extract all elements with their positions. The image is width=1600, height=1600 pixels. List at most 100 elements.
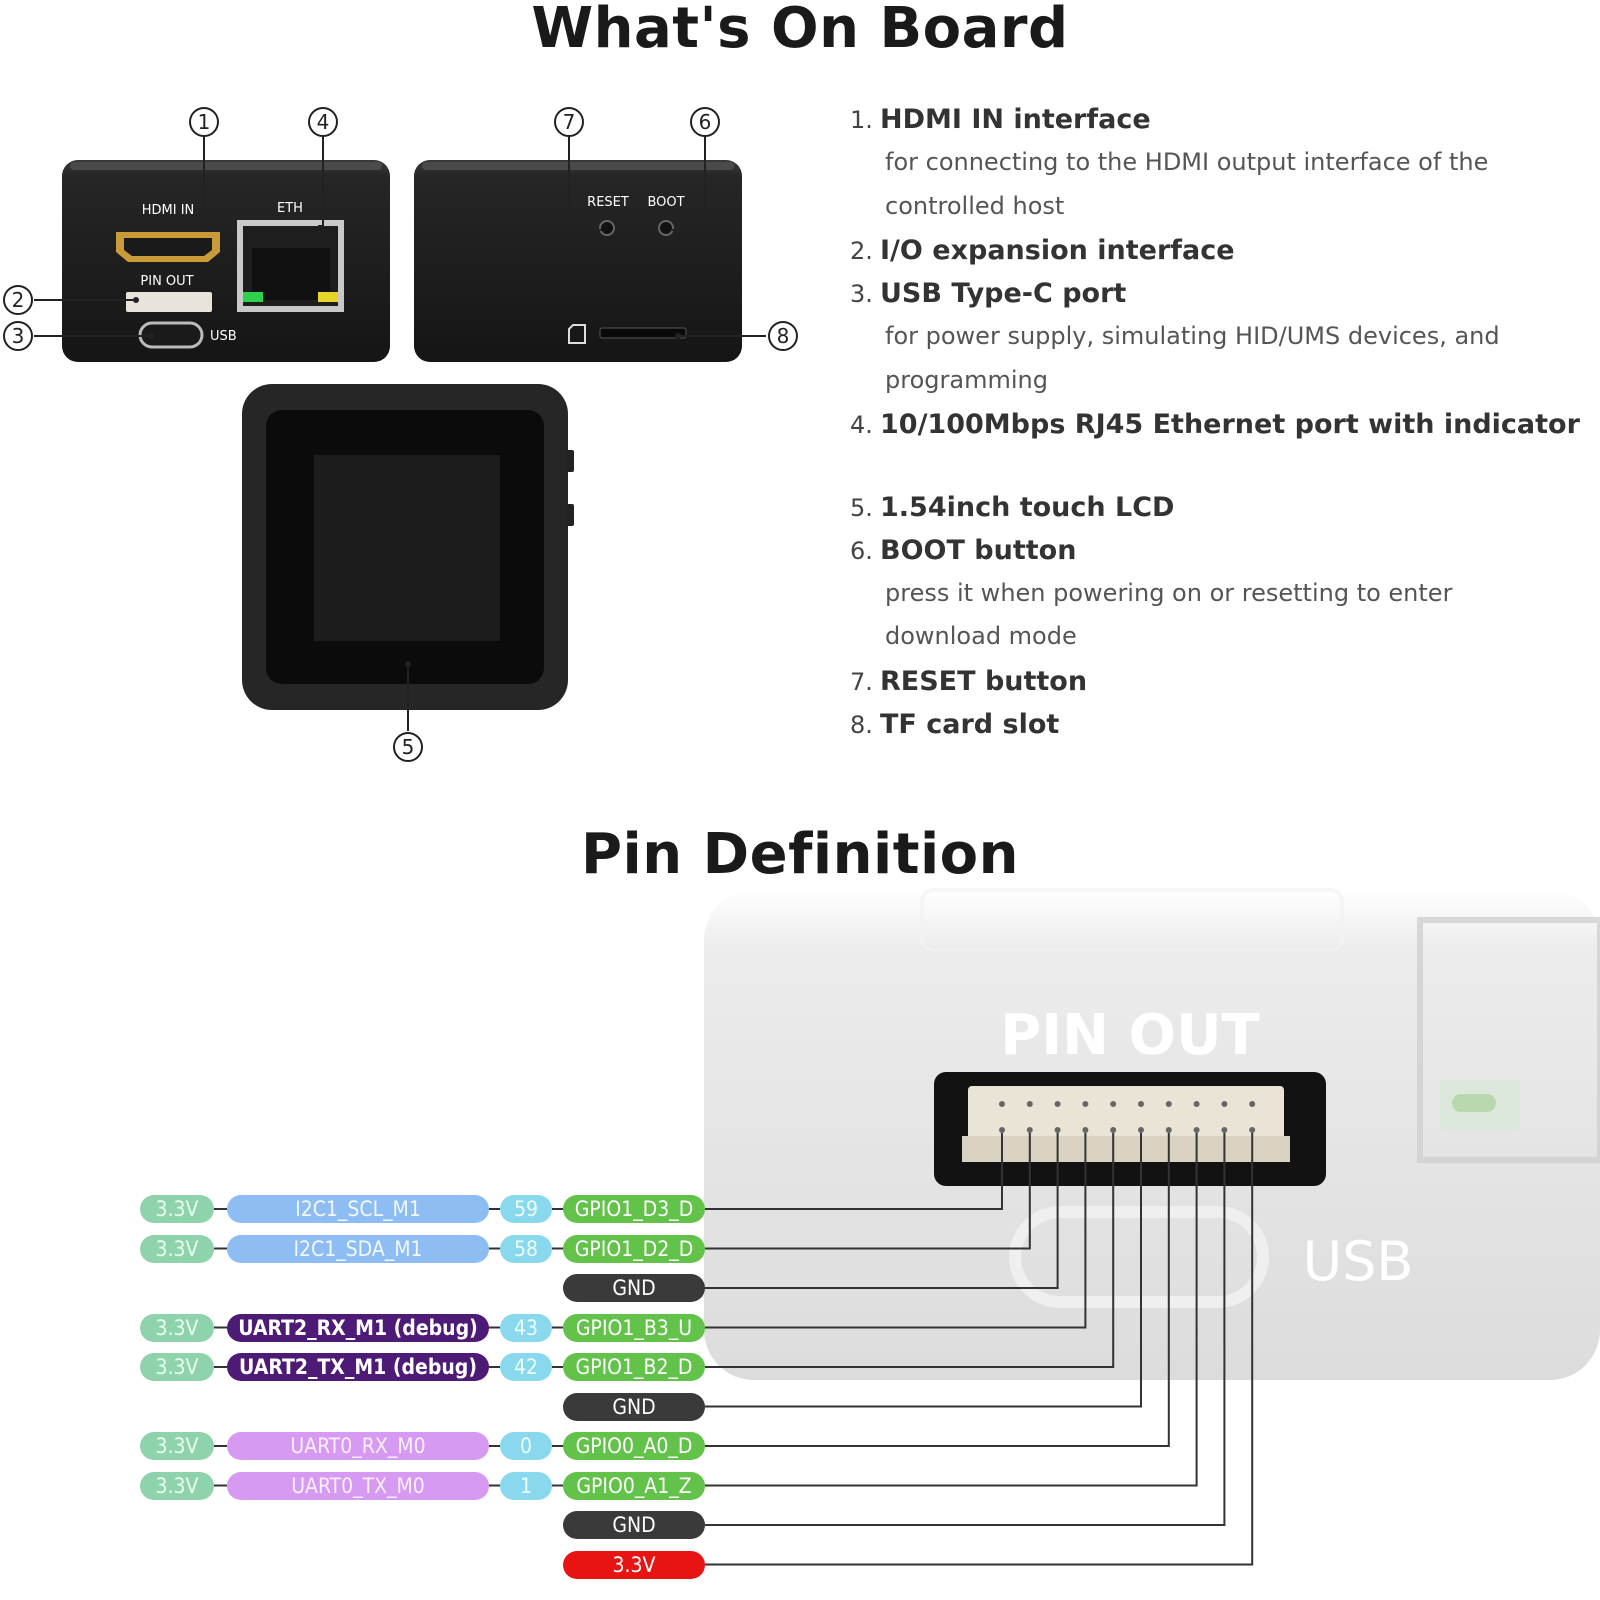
legend-desc-3a: for power supply, simulating HID/UMS dev… (885, 322, 1500, 350)
pin-gpio-badge: GPIO1_B3_U (563, 1313, 705, 1342)
front-panel: HDMI IN PIN OUT USB ETH (62, 160, 390, 362)
legend-item-1: 1.HDMI IN interface (850, 104, 1151, 135)
eth-yellow-led (318, 292, 338, 302)
legend-item-5: 5.1.54inch touch LCD (850, 492, 1175, 523)
pin-wire (705, 1133, 1198, 1487)
usb-label: USB (210, 329, 237, 344)
pin-header-connector (934, 1072, 1326, 1186)
pin-voltage-badge: 3.3V (140, 1432, 214, 1460)
header-pin-top (1110, 1101, 1117, 1107)
tf-card-icon (568, 324, 586, 344)
legend-desc-3b: programming (885, 366, 1048, 394)
reset-button (599, 220, 615, 236)
pin-voltage-badge: 3.3V (140, 1313, 214, 1342)
pin-function-badge: UART2_TX_M1 (debug) (227, 1353, 489, 1381)
pin-number-badge: 59 (500, 1195, 552, 1223)
header-pin-top (999, 1101, 1005, 1107)
pinout-connector (126, 292, 212, 312)
legend-item-2: 2.I/O expansion interface (850, 235, 1235, 266)
pin-number-badge: 43 (500, 1313, 552, 1342)
pin-gpio-badge: GPIO1_D2_D (563, 1234, 705, 1263)
header-pin-top (1138, 1101, 1144, 1107)
pin-gpio-badge: 3.3V (563, 1550, 705, 1579)
pin-function-badge: I2C1_SDA_M1 (227, 1234, 489, 1263)
eth-green-led (243, 292, 263, 302)
callout-8: 8 (777, 324, 790, 348)
pin-number-badge: 58 (500, 1234, 552, 1263)
legend-item-3: 3.USB Type-C port (850, 278, 1127, 309)
callout-7: 7 (563, 110, 576, 134)
header-pin-top (1221, 1101, 1228, 1107)
header-pin (1165, 1127, 1172, 1133)
pin-wire (705, 1133, 1254, 1566)
legend-item-7: 7.RESET button (850, 666, 1088, 697)
pin-function-badge: UART0_TX_M0 (227, 1471, 489, 1500)
device-photo-pinout: PIN OUT USB (704, 888, 1600, 1380)
pin-number-badge: 0 (500, 1432, 552, 1460)
pin-wire (705, 1133, 1142, 1408)
tf-card-slot (599, 327, 687, 339)
pin-gpio-badge: GPIO1_D3_D (563, 1195, 705, 1223)
header-pin (1249, 1127, 1256, 1133)
header-pin-top (1054, 1101, 1061, 1107)
legend-desc-1b: controlled host (885, 192, 1065, 220)
pin-wire (705, 1133, 1115, 1368)
pin-number-badge: 1 (500, 1471, 552, 1500)
header-pin (999, 1127, 1005, 1133)
pin-function-badge: UART0_RX_M0 (227, 1432, 489, 1460)
callout-5: 5 (402, 735, 415, 759)
pinout-label: PIN OUT (140, 274, 193, 289)
pin-definition-title: Pin Definition (581, 822, 1019, 887)
lcd-unit (242, 384, 574, 710)
pin-voltage-badge: 3.3V (140, 1471, 214, 1500)
header-pin (1026, 1127, 1033, 1133)
pin-wire (705, 1133, 1170, 1447)
ethernet-port (237, 220, 344, 312)
callout-1: 1 (198, 110, 211, 134)
pin-gpio-badge: GND (563, 1511, 705, 1539)
legend-desc-1a: for connecting to the HDMI output interf… (885, 148, 1489, 176)
header-pin (1193, 1127, 1200, 1133)
back-panel: RESET BOOT (414, 160, 742, 362)
header-pin (1138, 1127, 1144, 1133)
callout-3: 3 (12, 324, 25, 348)
pin-function-badge: I2C1_SCL_M1 (227, 1195, 489, 1223)
usb-photo-label: USB (1303, 1230, 1414, 1293)
pin-wires (214, 1133, 1254, 1566)
pin-wire (705, 1133, 1226, 1526)
pin-gpio-badge: GND (563, 1274, 705, 1302)
pin-wire (705, 1133, 1031, 1250)
pin-wire (705, 1133, 1087, 1329)
legend-item-6: 6.BOOT button (850, 535, 1077, 566)
header-pin-top (1165, 1101, 1172, 1107)
header-pin (1221, 1127, 1228, 1133)
legend-desc-6a: press it when powering on or resetting t… (885, 579, 1453, 607)
header-pin (1110, 1127, 1117, 1133)
pinout-photo-label: PIN OUT (1000, 1003, 1260, 1068)
header-pin (1054, 1127, 1061, 1133)
pin-dots (999, 1101, 1256, 1133)
legend-desc-6b: download mode (885, 622, 1077, 650)
pin-function-badge: UART2_RX_M1 (debug) (227, 1313, 489, 1342)
usb-port-outline (1009, 1206, 1269, 1308)
pin-wire (705, 1133, 1003, 1210)
pin-gpio-badge: GPIO1_B2_D (563, 1353, 705, 1381)
pin-wire (705, 1133, 1059, 1289)
whats-on-board-title: What's On Board (531, 0, 1069, 61)
boot-label: BOOT (647, 195, 684, 210)
pin-gpio-badge: GPIO0_A1_Z (563, 1471, 705, 1500)
pin-gpio-badge: GND (563, 1392, 705, 1421)
header-pin (1082, 1127, 1089, 1133)
pin-gpio-badge: GPIO0_A0_D (563, 1432, 705, 1460)
header-pin-top (1026, 1101, 1033, 1107)
callout-6: 6 (699, 110, 712, 134)
lcd-screen (314, 455, 500, 641)
pin-voltage-badge: 3.3V (140, 1195, 214, 1223)
legend-item-4: 4.10/100Mbps RJ45 Ethernet port with ind… (850, 409, 1580, 440)
callout-2: 2 (12, 288, 25, 312)
boot-button (658, 220, 674, 236)
pin-voltage-badge: 3.3V (140, 1234, 214, 1263)
header-pin-top (1249, 1101, 1256, 1107)
reset-label: RESET (587, 195, 629, 210)
pin-voltage-badge: 3.3V (140, 1353, 214, 1381)
